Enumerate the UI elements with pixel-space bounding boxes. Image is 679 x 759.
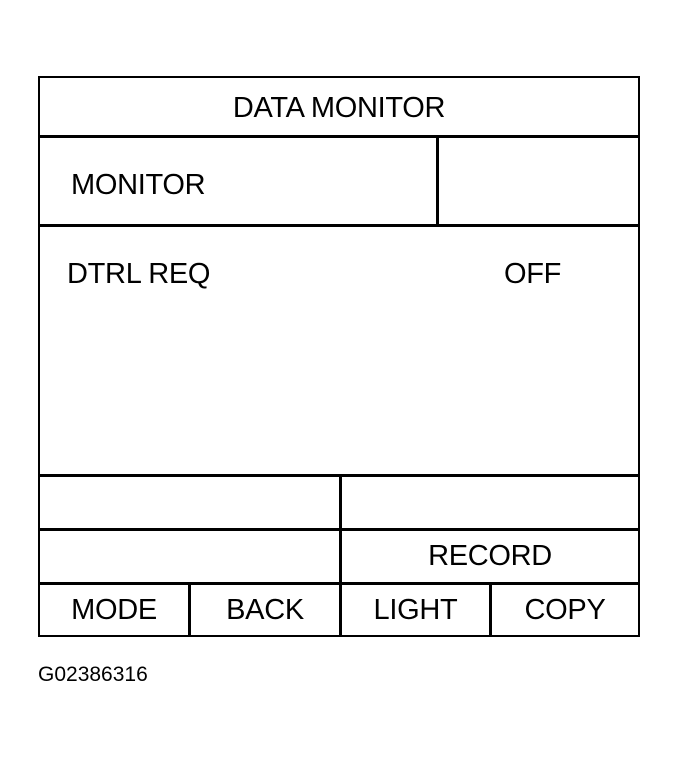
subheader-right-cell <box>439 138 638 224</box>
divider-softkeys <box>38 582 640 585</box>
mode-button-label: MODE <box>71 594 157 626</box>
monitor-item-name: DTRL REQ <box>67 258 211 290</box>
record-label: RECORD <box>428 540 552 572</box>
divider-softkey-3 <box>489 582 492 637</box>
divider-subheader-vertical <box>436 135 439 226</box>
copy-button[interactable]: COPY <box>492 585 638 635</box>
monitor-list: DTRL REQ OFF <box>40 227 638 474</box>
record-indicator: RECORD <box>342 531 638 582</box>
page-title: DATA MONITOR <box>232 92 446 124</box>
status-row-2-left <box>40 531 339 582</box>
divider-softkey-1 <box>188 582 191 637</box>
light-button-label: LIGHT <box>373 594 458 626</box>
divider-status-1 <box>38 528 640 531</box>
copy-button-label: COPY <box>524 594 606 626</box>
status-row-1-left <box>40 477 339 528</box>
status-row-1-right <box>342 477 638 528</box>
divider-title <box>38 135 640 138</box>
divider-status-vertical <box>339 474 342 637</box>
figure-id: G02386316 <box>38 663 148 686</box>
divider-subheader <box>38 224 640 227</box>
back-button-label: BACK <box>226 594 304 626</box>
monitor-item-value: OFF <box>504 258 562 290</box>
mode-button[interactable]: MODE <box>40 585 188 635</box>
light-button[interactable]: LIGHT <box>342 585 489 635</box>
title-bar: DATA MONITOR <box>40 78 638 136</box>
back-button[interactable]: BACK <box>191 585 339 635</box>
monitor-list-item[interactable]: DTRL REQ OFF <box>40 227 638 297</box>
monitor-mode-cell: MONITOR <box>40 138 436 224</box>
monitor-mode-label: MONITOR <box>71 169 206 201</box>
